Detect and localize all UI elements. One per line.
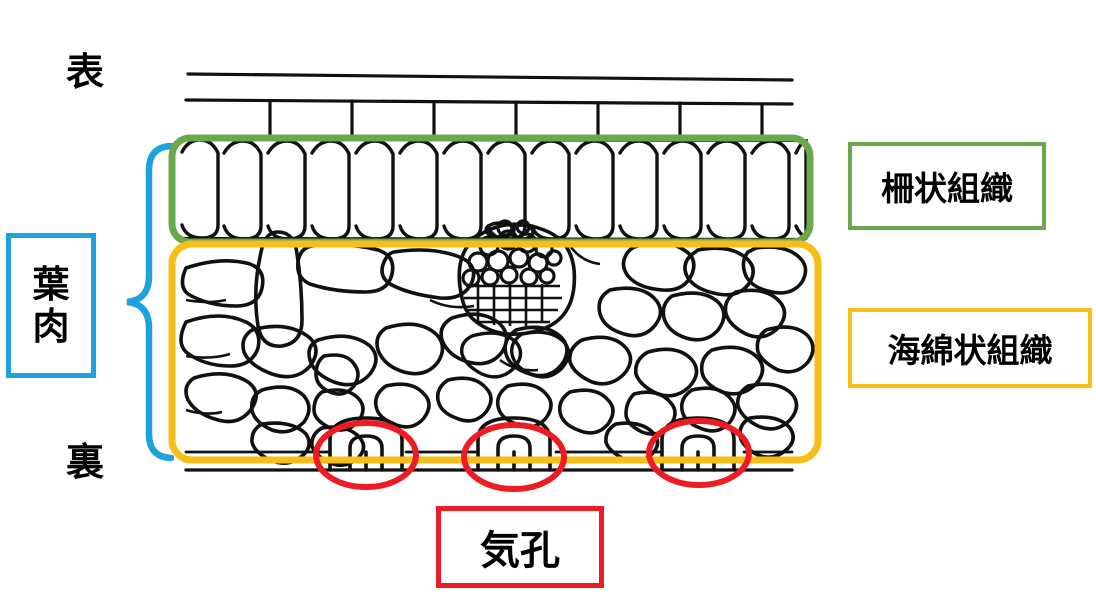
spongy-label-box: 海綿状組織	[848, 308, 1092, 388]
spongy-mesophyll-layer	[179, 230, 815, 467]
stomata-highlight-circles	[313, 418, 752, 492]
stoma-circle-2	[461, 422, 567, 492]
stomata-label-text: 気孔	[480, 529, 560, 573]
lower-epidermis	[184, 450, 794, 472]
mesophyll-label-text: 葉 肉	[32, 264, 70, 347]
palisade-label-box: 柵状組織	[848, 142, 1046, 230]
spongy-label-text: 海綿状組織	[887, 332, 1053, 369]
mesophyll-brace	[126, 142, 175, 462]
stoma-circle-1	[313, 420, 419, 490]
stoma-circle-3	[646, 418, 752, 488]
mesophyll-label-box: 葉 肉	[6, 233, 96, 378]
lower-surface-label: 裏	[65, 442, 104, 484]
upper-surface-label: 表	[65, 52, 104, 94]
palisade-label-text: 柵状組織	[881, 170, 1013, 207]
upper-epidermis	[184, 72, 794, 139]
palisade-mesophyll-layer	[178, 138, 808, 241]
stomata-label-box: 気孔	[436, 506, 604, 588]
spongy-highlight-rect	[168, 240, 822, 464]
